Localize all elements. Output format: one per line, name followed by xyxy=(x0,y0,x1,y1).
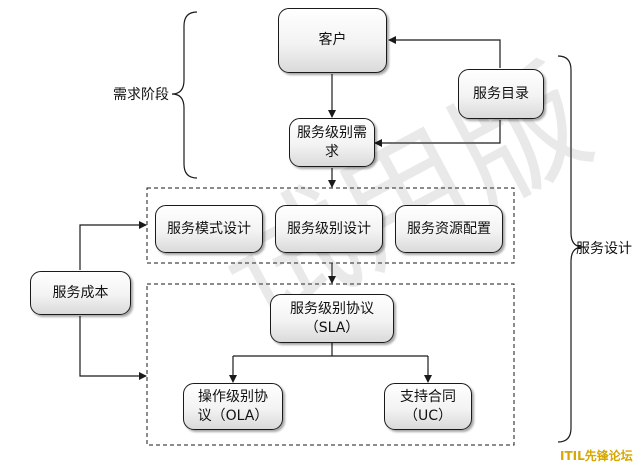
service-design-brace xyxy=(557,55,584,443)
arrow-catalog-to-customer xyxy=(388,36,501,68)
node-customer[interactable]: 客户 xyxy=(278,8,387,73)
agreement-group-box xyxy=(146,283,515,446)
node-service-level-design[interactable]: 服务级别设计 xyxy=(275,205,383,253)
node-service-catalog[interactable]: 服务目录 xyxy=(458,69,544,119)
arrow-cost-to-design xyxy=(79,221,147,270)
node-customer-label: 客户 xyxy=(318,32,347,48)
node-service-resource-config[interactable]: 服务资源配置 xyxy=(395,205,503,253)
node-ola-line1: 操作级别协 xyxy=(198,388,268,405)
node-service-cost[interactable]: 服务成本 xyxy=(30,271,131,315)
arrow-catalog-to-requirements xyxy=(374,120,501,147)
node-service-catalog-label: 服务目录 xyxy=(473,85,529,102)
node-service-model-design-label: 服务模式设计 xyxy=(167,220,251,237)
node-service-model-design[interactable]: 服务模式设计 xyxy=(155,205,263,253)
node-service-resource-config-label: 服务资源配置 xyxy=(407,220,491,237)
node-service-level-requirements-line1: 服务级别需 xyxy=(297,124,367,141)
design-group-box xyxy=(146,187,515,264)
node-sla[interactable]: 服务级别协议 （SLA） xyxy=(270,294,394,343)
node-service-level-requirements[interactable]: 服务级别需 求 xyxy=(289,118,375,167)
node-uc-line1: 支持合同 xyxy=(400,388,456,405)
node-service-cost-label: 服务成本 xyxy=(52,284,109,301)
requirement-phase-label: 需求阶段 xyxy=(113,87,169,103)
node-service-level-requirements-line2: 求 xyxy=(325,143,339,160)
requirement-phase-brace xyxy=(171,11,198,179)
node-uc[interactable]: 支持合同 （UC） xyxy=(384,383,472,430)
node-ola[interactable]: 操作级别协 议（OLA） xyxy=(183,383,283,430)
node-ola-line2: 议（OLA） xyxy=(197,407,269,424)
node-service-level-design-label: 服务级别设计 xyxy=(287,220,371,237)
node-uc-line2: （UC） xyxy=(403,407,453,424)
forum-logo: ITIL先锋论坛 xyxy=(560,449,633,463)
node-sla-line2: （SLA） xyxy=(304,319,360,336)
node-sla-line1: 服务级别协议 xyxy=(290,300,374,317)
service-design-label: 服务设计 xyxy=(576,241,632,257)
arrow-cost-to-agreements xyxy=(79,316,147,380)
